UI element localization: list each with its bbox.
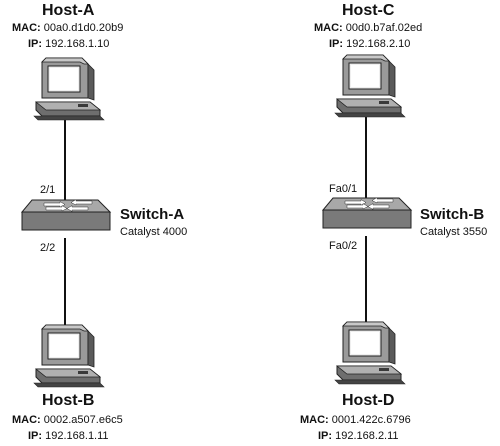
- host-b-computer-icon: [33, 324, 105, 388]
- switch-b-port-down: Fa0/2: [329, 240, 358, 252]
- host-c-ip: IP: 192.168.2.10: [329, 38, 410, 50]
- host-b-name: Host-B: [42, 392, 95, 409]
- host-a-mac-label: MAC:: [12, 22, 41, 34]
- host-b-ip-label: IP:: [28, 430, 43, 442]
- host-d-ip-value: 192.168.2.11: [335, 430, 399, 442]
- switch-a-port-down: 2/2: [40, 242, 56, 254]
- host-b-mac: MAC: 0002.a507.e6c5: [12, 414, 123, 426]
- host-c-computer-icon: [334, 54, 406, 118]
- switch-a-name: Switch-A: [120, 206, 185, 223]
- host-c-mac: MAC: 00d0.b7af.02ed: [314, 22, 422, 34]
- host-a-ip: IP: 192.168.1.10: [28, 38, 109, 50]
- host-d-ip: IP: 192.168.2.11: [318, 430, 399, 442]
- host-c-mac-value: 00d0.b7af.02ed: [345, 22, 423, 34]
- host-d-mac: MAC: 0001.422c.6796: [300, 414, 411, 426]
- host-c-ip-label: IP:: [329, 38, 344, 50]
- host-b-mac-value: 0002.a507.e6c5: [43, 414, 123, 426]
- host-c-name: Host-C: [342, 2, 395, 19]
- host-c-ip-value: 192.168.2.10: [346, 38, 411, 50]
- switch-b-port-up: Fa0/1: [329, 183, 358, 195]
- host-a-computer-icon: [33, 57, 105, 121]
- switch-a-icon: [21, 199, 111, 231]
- host-b-mac-label: MAC:: [12, 414, 41, 426]
- switch-b-model: Catalyst 3550: [420, 226, 488, 238]
- host-c-mac-label: MAC:: [314, 22, 343, 34]
- host-d-computer-icon: [334, 321, 406, 385]
- switch-a-model: Catalyst 4000: [120, 226, 188, 238]
- host-d-ip-label: IP:: [318, 430, 333, 442]
- switch-b-name: Switch-B: [420, 206, 485, 223]
- host-d-mac-label: MAC:: [300, 414, 329, 426]
- host-b-ip-value: 192.168.1.11: [45, 430, 109, 442]
- host-a-mac-value: 00a0.d1d0.20b9: [43, 22, 124, 34]
- host-a-name: Host-A: [42, 2, 95, 19]
- host-a-ip-label: IP:: [28, 38, 43, 50]
- host-d-name: Host-D: [342, 392, 395, 409]
- host-b-ip: IP: 192.168.1.11: [28, 430, 109, 442]
- host-d-mac-value: 0001.422c.6796: [331, 414, 411, 426]
- host-a-ip-value: 192.168.1.10: [45, 38, 110, 50]
- switch-b-icon: [322, 197, 412, 229]
- switch-a-port-up: 2/1: [40, 184, 56, 196]
- host-a-mac: MAC: 00a0.d1d0.20b9: [12, 22, 123, 34]
